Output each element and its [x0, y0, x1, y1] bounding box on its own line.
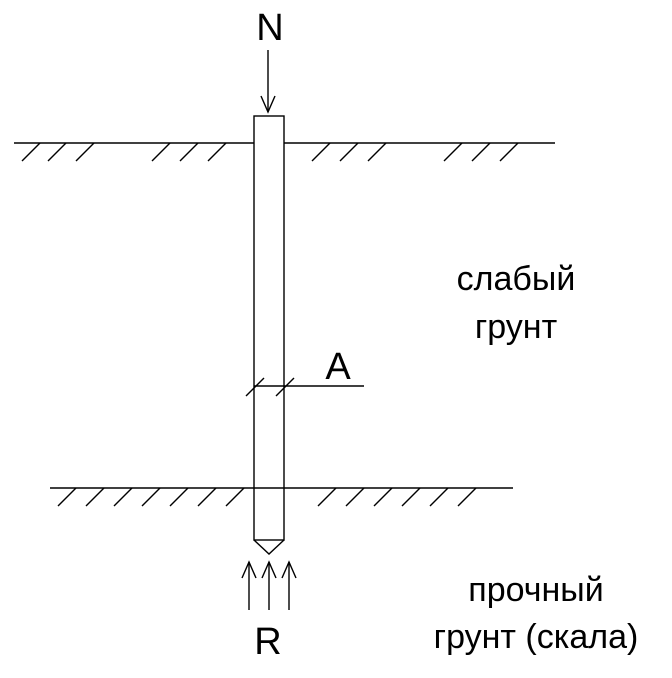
strong-soil-label-line1: прочный	[468, 571, 603, 609]
section-a-marker	[245, 377, 364, 397]
strong-soil-boundary	[50, 487, 513, 507]
load-arrow	[260, 50, 276, 114]
ground-surface-hatching	[21, 142, 519, 162]
weak-soil-label-line1: слабый	[457, 260, 576, 298]
load-label: N	[256, 7, 283, 49]
pile	[253, 115, 285, 555]
reaction-arrows	[241, 560, 297, 610]
section-label: A	[325, 346, 351, 388]
strong-soil-hatching	[57, 487, 477, 507]
ground-surface	[14, 142, 555, 162]
weak-soil-label-line2: грунт	[475, 308, 557, 346]
strong-soil-label-line2: грунт (скала)	[434, 618, 639, 656]
reaction-label: R	[254, 621, 281, 663]
